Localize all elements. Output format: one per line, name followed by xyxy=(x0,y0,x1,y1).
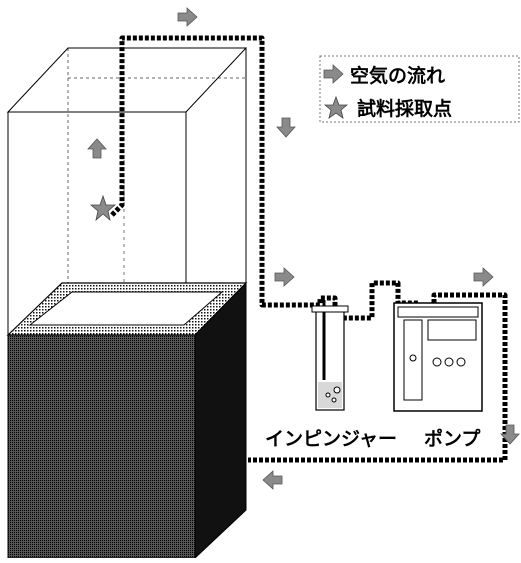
legend-label-sampling: 試料採取点 xyxy=(357,97,452,120)
air-tubing xyxy=(110,35,508,463)
legend-item-flow: 空気の流れ xyxy=(323,64,445,87)
legend-item-sampling: 試料採取点 xyxy=(323,95,452,120)
star-icon xyxy=(89,194,117,222)
arrow-icon xyxy=(274,267,295,287)
pump-label: ポンプ xyxy=(424,427,481,450)
arrow-icon xyxy=(87,138,107,159)
impinger xyxy=(311,300,349,411)
arrow-icon xyxy=(473,267,494,287)
glass-chamber xyxy=(6,47,248,335)
pump xyxy=(393,302,483,412)
star-icon xyxy=(323,95,349,119)
base-box xyxy=(6,281,248,560)
arrow-icon xyxy=(262,470,283,490)
legend-label-flow: 空気の流れ xyxy=(350,64,445,87)
arrow-icon xyxy=(177,7,198,27)
arrow-icon xyxy=(276,117,296,138)
impinger-label: インピンジャー xyxy=(265,428,397,450)
legend: 空気の流れ 試料採取点 xyxy=(319,55,520,123)
